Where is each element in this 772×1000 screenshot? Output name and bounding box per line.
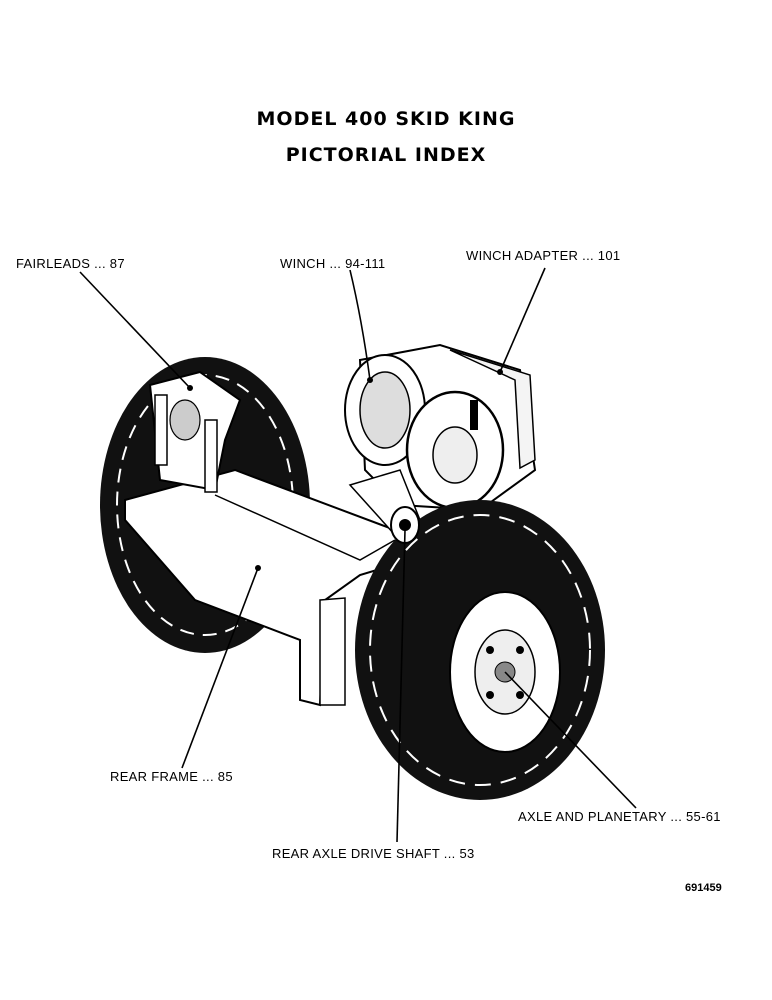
title-model: MODEL 400 SKID KING bbox=[256, 108, 516, 130]
leader-winch bbox=[349, 269, 371, 381]
leader-fairleads bbox=[79, 271, 191, 389]
label-axle-planetary: AXLE AND PLANETARY ... 55-61 bbox=[518, 809, 721, 824]
label-rear-frame: REAR FRAME ... 85 bbox=[110, 769, 233, 784]
figure-number: 691459 bbox=[685, 882, 722, 894]
right-wheel bbox=[355, 500, 605, 800]
label-rear-axle-drive-shaft: REAR AXLE DRIVE SHAFT ... 53 bbox=[272, 846, 475, 861]
leader-winch-adapter bbox=[499, 267, 546, 373]
leader-drive-shaft bbox=[396, 529, 406, 843]
leader-axle-planetary bbox=[504, 671, 637, 809]
leader-rear-frame bbox=[181, 567, 259, 769]
title-pictorial-index: PICTORIAL INDEX bbox=[285, 144, 487, 166]
fairleads-part bbox=[148, 370, 242, 493]
rear-frame bbox=[124, 468, 421, 707]
winch-assembly bbox=[344, 343, 537, 512]
label-fairleads: FAIRLEADS ... 87 bbox=[16, 256, 125, 271]
label-winch: WINCH ... 94-111 bbox=[280, 256, 386, 271]
label-winch-adapter: WINCH ADAPTER ... 101 bbox=[466, 248, 621, 263]
leader-lines bbox=[79, 267, 637, 843]
